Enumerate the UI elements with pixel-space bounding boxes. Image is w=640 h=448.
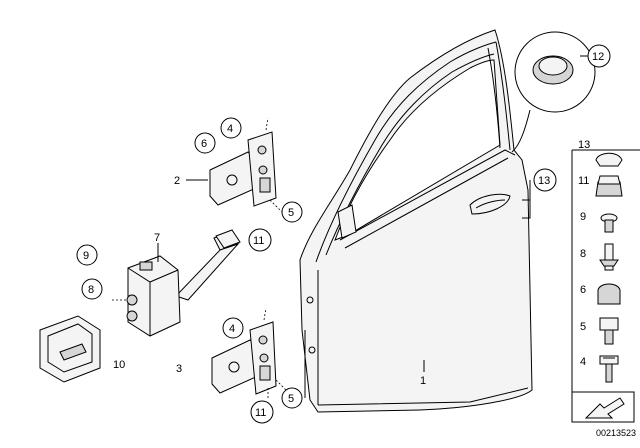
- callout-5-upper: 5: [288, 207, 294, 219]
- legend-5: 5: [580, 321, 586, 333]
- callout-11-lower-circle: [250, 400, 274, 424]
- callout-12-circle: [587, 44, 611, 68]
- callout-11-upper: 11: [253, 235, 264, 247]
- callout-9-circle: [76, 244, 98, 266]
- callout-13: 13: [538, 175, 550, 187]
- callout-8-circle: [81, 278, 103, 300]
- callout-3: 3: [176, 363, 182, 375]
- callout-4-upper-circle: [220, 117, 242, 139]
- callout-8: 8: [88, 284, 94, 296]
- callout-4-upper: 4: [227, 123, 233, 135]
- callout-6: 6: [201, 138, 207, 150]
- callout-2: 2: [174, 175, 180, 187]
- legend-13: 13: [578, 139, 590, 151]
- legend-11: 11: [578, 175, 589, 187]
- callout-9: 9: [83, 250, 89, 262]
- door-shell: [299, 29, 533, 413]
- callout-5-lower: 5: [288, 393, 294, 405]
- plug-11: [215, 229, 241, 249]
- callout-11-upper-circle: [248, 228, 272, 252]
- callout-5-upper-circle: [281, 201, 303, 223]
- callout-4-lower: 4: [229, 323, 235, 335]
- callout-1: 1: [420, 375, 426, 387]
- callouts: 1 2 3 4 4 5 5 6 7 8 9 10 11 11: [76, 44, 611, 424]
- leader-lines: [157, 55, 590, 372]
- plug-detail-circle: [511, 31, 596, 153]
- callout-6-circle: [194, 132, 216, 154]
- legend-column: [571, 149, 640, 423]
- callout-10: 10: [113, 359, 125, 371]
- callout-12: 12: [592, 51, 604, 63]
- legend-6: 6: [580, 284, 586, 296]
- door-check-strap: [112, 231, 240, 337]
- lower-hinge: [211, 307, 289, 398]
- legend-9: 9: [580, 211, 586, 223]
- callout-7: 7: [154, 232, 160, 244]
- callout-5-lower-circle: [281, 387, 303, 409]
- callout-4-lower-circle: [222, 317, 244, 339]
- reference-number: 00213523: [596, 428, 636, 438]
- legend-numbers: 13 11 9 8 6 5 4: [578, 139, 590, 368]
- upper-hinge: [209, 117, 283, 213]
- legend-8: 8: [580, 248, 586, 260]
- legend-4: 4: [580, 356, 586, 368]
- buffer-pad: [39, 315, 101, 383]
- callout-11-lower: 11: [255, 407, 266, 419]
- callout-13-circle: [533, 168, 557, 192]
